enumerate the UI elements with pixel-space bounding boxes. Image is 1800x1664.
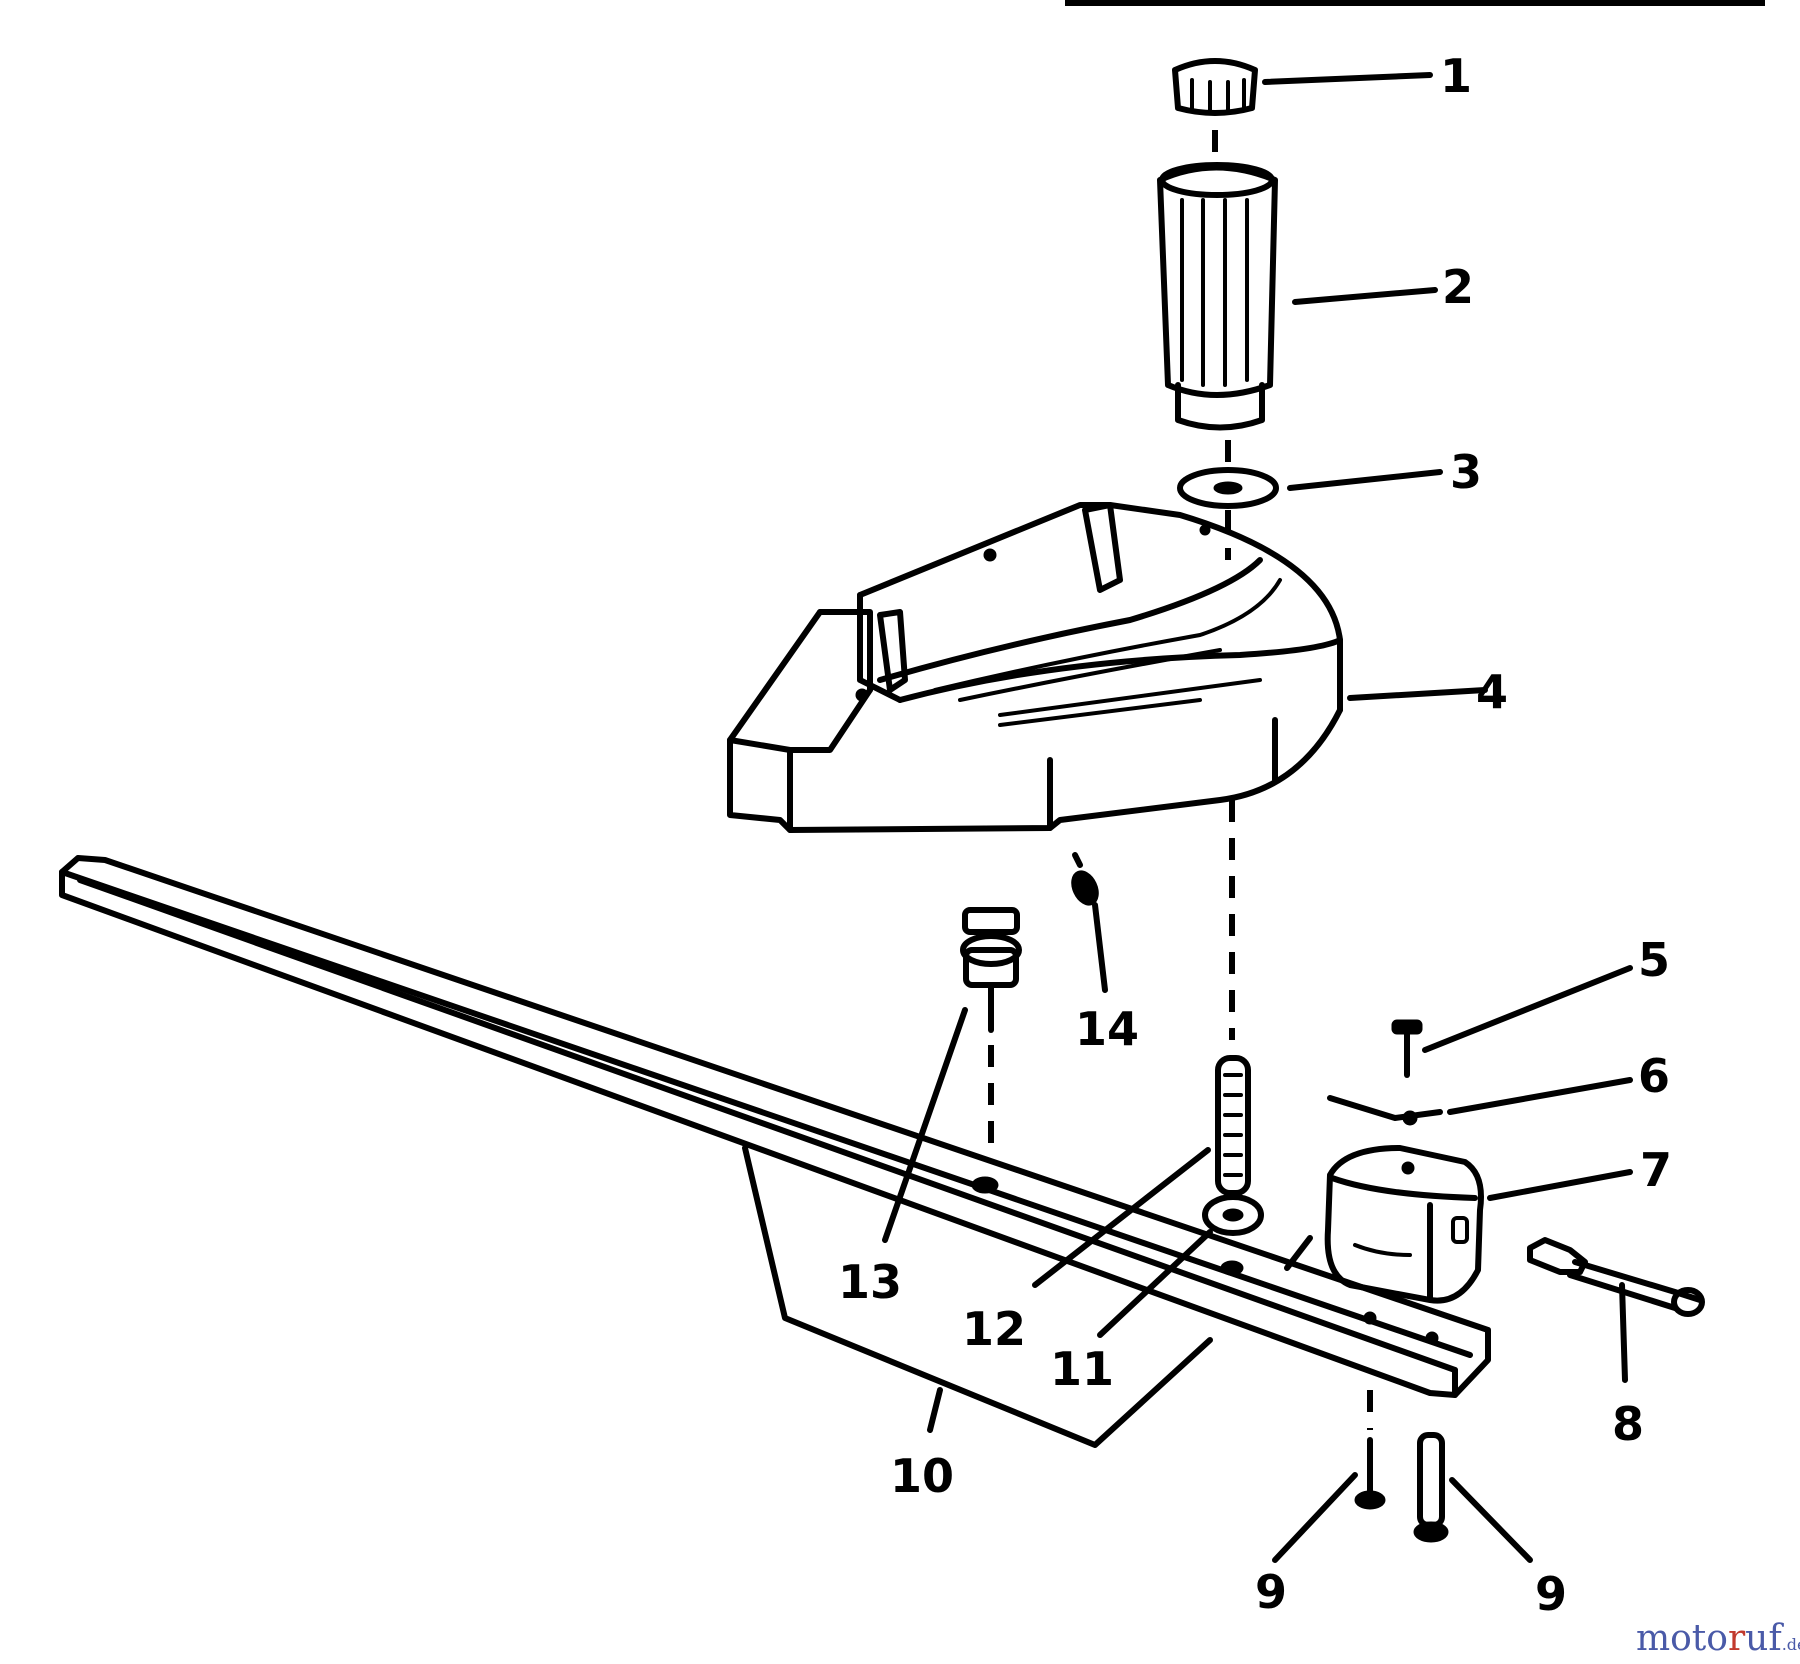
callout-13: 13	[838, 1255, 902, 1309]
part-6-washer	[1327, 1095, 1443, 1126]
watermark-logo: motoruf.de	[1636, 1618, 1800, 1659]
part-9-screw-left	[1354, 1390, 1386, 1510]
part-7-block	[1324, 1145, 1484, 1304]
part-13-screw	[960, 907, 1022, 1033]
watermark-r: r	[1728, 1618, 1746, 1659]
callout-7: 7	[1640, 1143, 1672, 1197]
part-9-screw-right	[1413, 1432, 1449, 1543]
part-11-nut	[1202, 1194, 1264, 1236]
part-1-cap	[1172, 58, 1258, 116]
watermark-moto: moto	[1636, 1618, 1728, 1659]
part-14-pin	[1071, 852, 1099, 906]
part-4-gauge-head	[727, 502, 1343, 833]
callout-9-left: 9	[1255, 1565, 1287, 1619]
callout-2: 2	[1442, 260, 1474, 314]
callout-8: 8	[1612, 1397, 1644, 1451]
callout-4: 4	[1476, 665, 1508, 719]
watermark-uf: uf	[1745, 1618, 1784, 1659]
callout-12: 12	[962, 1302, 1026, 1356]
callout-14: 14	[1075, 1002, 1139, 1056]
callout-10: 10	[890, 1449, 954, 1503]
callout-11: 11	[1050, 1342, 1114, 1396]
part-12-rod	[1215, 1055, 1251, 1196]
callout-3: 3	[1450, 445, 1482, 499]
callout-6: 6	[1638, 1049, 1670, 1103]
part-10-bar	[59, 855, 1491, 1448]
part-3-washer	[1177, 467, 1279, 509]
callout-9-right: 9	[1535, 1567, 1567, 1621]
callout-5: 5	[1638, 933, 1670, 987]
part-8-key	[1527, 1237, 1705, 1383]
svg-text:motoruf.de: motoruf.de	[1636, 1618, 1800, 1659]
leader-lines	[882, 72, 1633, 1563]
part-2-knob	[1157, 162, 1278, 431]
callout-1: 1	[1440, 49, 1472, 103]
watermark-de: .de	[1782, 1635, 1800, 1654]
part-5-screw	[1391, 1019, 1423, 1078]
